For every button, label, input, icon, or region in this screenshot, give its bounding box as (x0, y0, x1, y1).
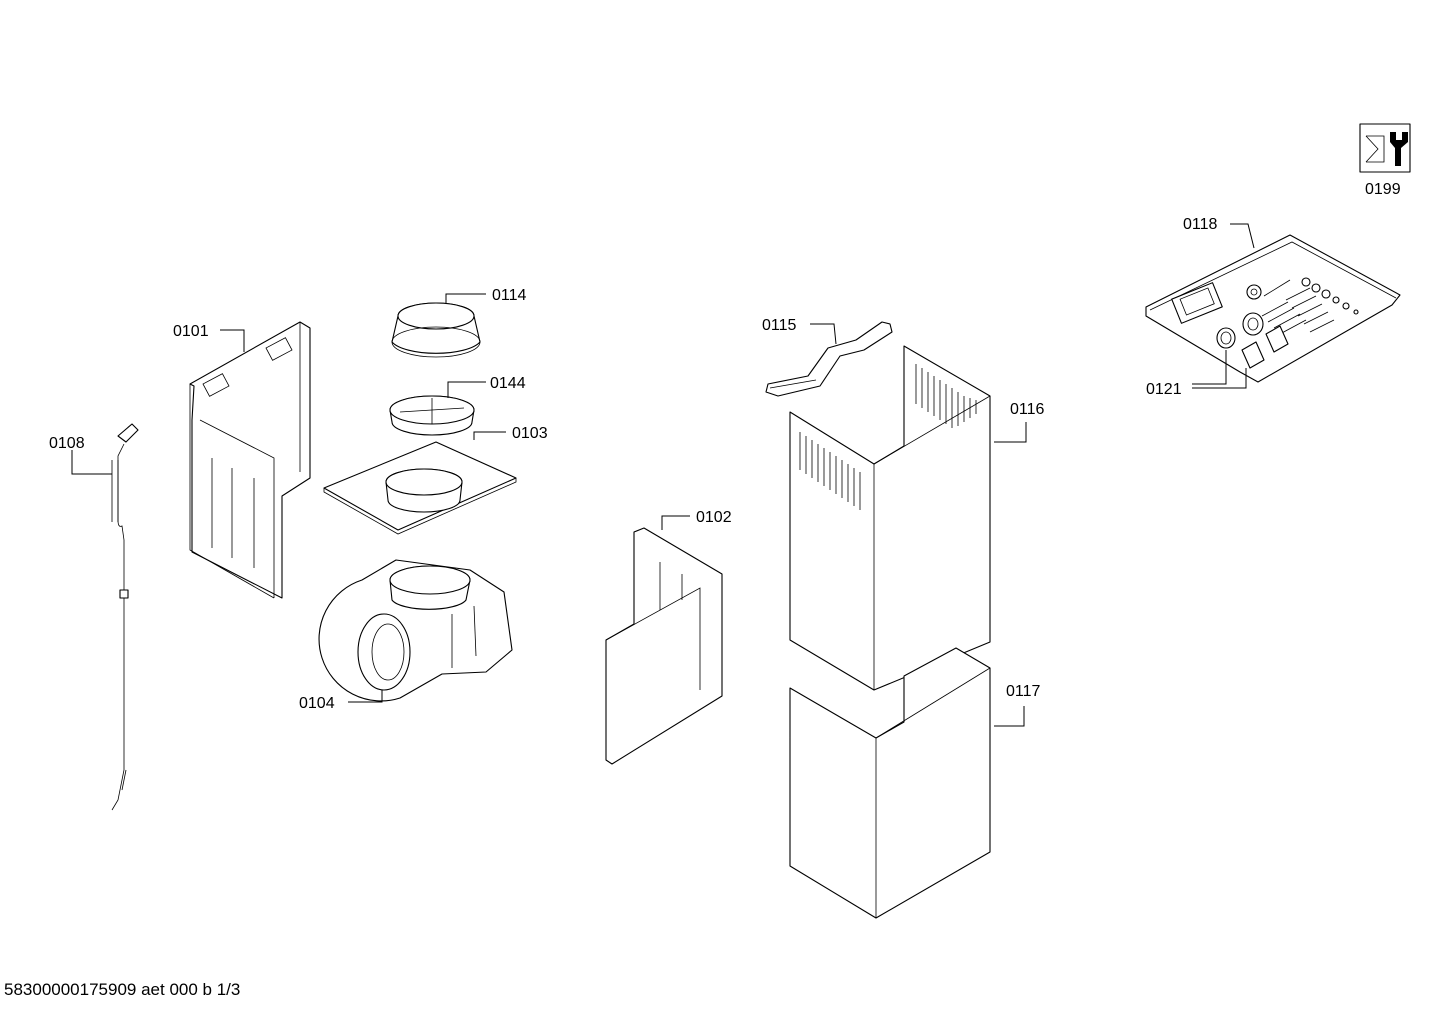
exhaust-ring[interactable] (391, 302, 481, 358)
mounting-bracket[interactable] (189, 321, 311, 599)
part-label-0101: 0101 (173, 323, 209, 340)
part-label-0118: 0118 (1183, 216, 1218, 233)
part-label-0104: 0104 (299, 695, 335, 712)
leader-line-0108 (71, 450, 112, 475)
non-return-flap[interactable] (389, 395, 475, 436)
service-tools-icon[interactable] (1359, 123, 1411, 173)
wall-plugs[interactable] (1216, 312, 1289, 369)
part-label-0199: 0199 (1365, 181, 1401, 198)
lower-chimney[interactable] (789, 647, 991, 919)
part-label-0103: 0103 (512, 425, 548, 442)
fan-motor[interactable] (318, 559, 513, 702)
leader-line-0144 (447, 381, 486, 398)
leader-line-0103 (473, 431, 506, 440)
part-label-0102: 0102 (696, 509, 732, 526)
part-label-0121: 0121 (1146, 381, 1182, 398)
part-label-0117: 0117 (1006, 683, 1041, 700)
part-label-0115: 0115 (762, 317, 797, 334)
document-footer: 58300000175909 aet 000 b 1/3 (4, 980, 241, 999)
leader-line-0104 (348, 690, 383, 703)
part-label-0108: 0108 (49, 435, 85, 452)
leader-line-0115 (810, 323, 837, 345)
leader-line-0117 (994, 706, 1025, 727)
leader-line-0118 (1230, 223, 1255, 249)
mounting-kit-bag[interactable] (1145, 234, 1401, 383)
leader-line-0102 (661, 515, 690, 530)
leader-line-0116 (994, 422, 1027, 443)
leader-line-0101 (220, 329, 245, 352)
part-label-0144: 0144 (490, 375, 526, 392)
leader-line-0114 (445, 293, 486, 304)
part-label-0116: 0116 (1010, 401, 1045, 418)
chimney-bracket[interactable] (765, 321, 893, 397)
leader-line-0121 (1192, 368, 1247, 389)
upper-chimney[interactable] (789, 345, 991, 691)
chimney-support-frame[interactable] (605, 527, 723, 765)
adapter-plate[interactable] (323, 441, 517, 535)
power-cable[interactable] (111, 423, 139, 811)
part-label-0114: 0114 (492, 287, 527, 304)
